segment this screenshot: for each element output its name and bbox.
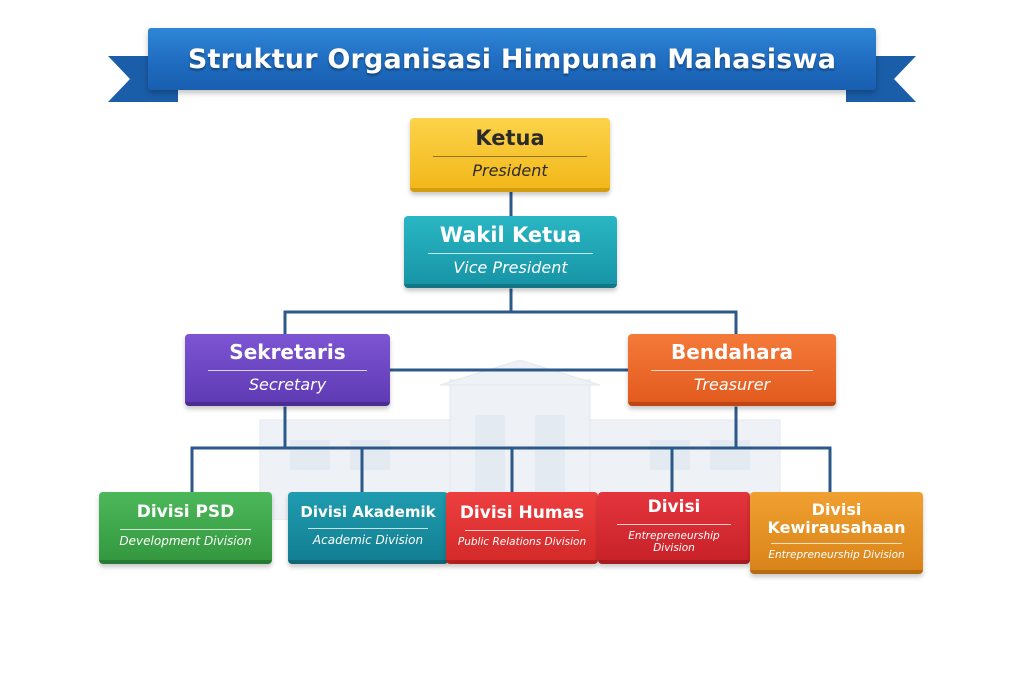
node-divider [208, 370, 367, 372]
node-sekretaris: Sekretaris Secretary [185, 334, 390, 406]
node-divisi-humas-subtitle: Public Relations Division [457, 535, 587, 548]
node-divider [432, 155, 588, 157]
node-divider [616, 523, 732, 525]
node-divisi-kewirausahaan: Divisi Kewirausahaan Entrepreneurship Di… [750, 492, 923, 574]
node-wakil-ketua-title: Wakil Ketua [439, 222, 582, 247]
node-divisi-kewirausahaan-subtitle: Entrepreneurship Division [768, 549, 905, 562]
node-divisi-akademik-subtitle: Academic Division [312, 532, 424, 547]
node-divider [119, 528, 252, 530]
node-divisi-psd-title: Divisi PSD [136, 502, 235, 523]
node-wakil-ketua: Wakil Ketua Vice President [404, 216, 617, 288]
node-divisi-humas-title: Divisi Humas [459, 503, 585, 524]
page-title: Struktur Organisasi Himpunan Mahasiswa [187, 43, 837, 75]
node-sekretaris-subtitle: Secretary [248, 375, 327, 395]
node-divider [307, 527, 429, 529]
node-ketua-subtitle: President [472, 160, 548, 180]
node-divisi-akademik-title: Divisi Akademik [300, 503, 436, 522]
title-banner: Struktur Organisasi Himpunan Mahasiswa [108, 26, 916, 106]
node-divisi-humas: Divisi Humas Public Relations Division [446, 492, 598, 564]
node-divisi-entrepreneurship: Divisi Entrepreneurship Division [598, 492, 750, 564]
node-divider [427, 252, 594, 254]
node-divider [770, 543, 903, 545]
node-bendahara: Bendahara Treasurer [628, 334, 836, 406]
node-ketua-title: Ketua [475, 125, 545, 150]
node-sekretaris-title: Sekretaris [229, 340, 346, 365]
background-building-illustration [259, 360, 781, 520]
node-ketua: Ketua President [410, 118, 610, 192]
node-divider [464, 529, 580, 531]
node-divisi-entrepreneurship-title: Divisi [647, 497, 701, 518]
node-divisi-akademik: Divisi Akademik Academic Division [288, 492, 448, 564]
node-divisi-psd-subtitle: Development Division [119, 533, 252, 548]
node-bendahara-title: Bendahara [671, 340, 793, 365]
node-divisi-entrepreneurship-subtitle: Entrepreneurship Division [628, 529, 720, 554]
node-divisi-kewirausahaan-title: Divisi Kewirausahaan [767, 499, 906, 537]
node-wakil-ketua-subtitle: Vice President [453, 257, 568, 277]
node-divisi-psd: Divisi PSD Development Division [99, 492, 272, 564]
node-divider [651, 370, 813, 372]
banner-body: Struktur Organisasi Himpunan Mahasiswa [148, 28, 876, 90]
node-bendahara-subtitle: Treasurer [693, 375, 771, 395]
